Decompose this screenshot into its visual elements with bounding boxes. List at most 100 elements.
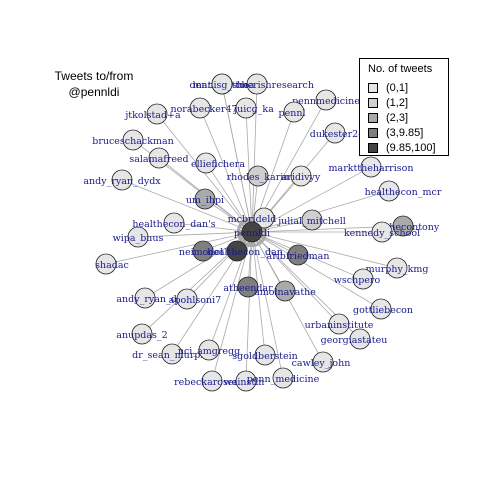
node-circle — [134, 287, 156, 309]
node-circle — [95, 253, 117, 275]
node-label: anupdas_2 — [116, 330, 167, 341]
edge — [261, 225, 394, 235]
edge — [254, 121, 292, 224]
node-circle — [272, 367, 294, 389]
node-circle — [111, 169, 133, 191]
legend-swatch — [368, 128, 378, 138]
node-label: andy_ryan_dydx — [83, 176, 161, 187]
nodes-layer: mattxsuttoncherishresearchnorabecker47jt… — [83, 73, 442, 392]
edge — [260, 236, 373, 305]
node-label: aridivyy — [282, 172, 321, 183]
edge — [203, 117, 249, 224]
node-circle — [349, 328, 371, 350]
legend-item: (0,1] — [368, 81, 408, 95]
node-circle — [198, 339, 220, 361]
node-circle — [201, 370, 223, 392]
edge — [214, 241, 251, 372]
legend-swatch — [368, 83, 378, 93]
node-label: pennldi — [234, 228, 270, 239]
legend: No. of tweets (0,1] (1,2] (2,3] (3,9.85]… — [359, 58, 449, 156]
node-label: gottliebecon — [353, 305, 413, 316]
edge — [147, 229, 243, 237]
node-circle — [189, 97, 211, 119]
legend-item: (2,3] — [368, 111, 408, 125]
legend-swatch — [368, 113, 378, 123]
legend-item: (1,2] — [368, 96, 408, 110]
node-label: aribfriedman — [267, 251, 330, 262]
legend-swatch — [368, 98, 378, 108]
node-circle — [386, 257, 408, 279]
node-label: dr_sean_murphy — [132, 350, 212, 361]
node-label: cherishresearch — [236, 80, 314, 91]
legend-label: (0,1] — [386, 82, 409, 94]
node-circle — [226, 240, 248, 262]
node-circle — [235, 97, 257, 119]
node-label: um_ihpi — [186, 195, 224, 206]
node-circle — [370, 298, 392, 320]
edge — [260, 171, 363, 228]
node-circle — [122, 129, 144, 151]
node-label: salamafreed — [129, 154, 188, 165]
node-circle — [146, 103, 168, 125]
node-circle — [194, 188, 216, 210]
edge — [261, 221, 303, 232]
node-circle — [290, 165, 312, 187]
node-circle — [235, 370, 257, 392]
node-circle — [274, 280, 296, 302]
node-circle — [392, 215, 414, 237]
edge — [115, 232, 243, 263]
node-circle — [253, 207, 275, 229]
node-label: shadac — [95, 260, 129, 271]
node-circle — [328, 313, 350, 335]
node-circle — [237, 276, 259, 298]
node-label: sgoldberstein — [232, 351, 298, 362]
edge — [249, 93, 258, 223]
node-label: nci_amgregg — [178, 346, 240, 357]
node-circle — [315, 89, 337, 111]
node-label: juicg_ka — [233, 104, 274, 115]
edge — [223, 93, 252, 223]
node-label: apohlsoni7 — [169, 295, 221, 306]
node-label: andy_ryan_dydx — [116, 294, 194, 305]
legend-item: (3,9.85] — [368, 126, 423, 140]
legend-label: (3,9.85] — [386, 127, 424, 139]
edge — [246, 241, 255, 372]
node-label: markttheharrison — [329, 163, 414, 174]
node-label: weinstin — [224, 377, 265, 388]
legend-label: (2,3] — [386, 112, 409, 124]
edge — [212, 204, 245, 227]
node-label: jtkolstad+a — [124, 110, 181, 121]
node-label: healthecon_dan — [207, 247, 283, 258]
title-line-2: @pennldi — [68, 85, 120, 99]
node-circle — [378, 180, 400, 202]
legend-label: (9.85,100] — [386, 142, 436, 154]
node-circle — [324, 122, 346, 144]
node-label: penn_medicine — [247, 374, 320, 385]
node-label: amolnavathe — [254, 287, 316, 298]
node-label: dennisg_shea — [190, 80, 255, 91]
node-circle — [301, 209, 323, 231]
node-circle — [247, 165, 269, 187]
edge — [250, 241, 265, 346]
node-label: elliefichera — [191, 159, 245, 170]
node-label: rebeckarosenqu1 — [174, 377, 258, 388]
node-label: wschpero — [334, 275, 381, 286]
node-circle — [127, 226, 149, 248]
legend-label: (1,2] — [386, 97, 409, 109]
node-label: dukester24 — [310, 129, 365, 140]
edge — [258, 238, 333, 318]
node-circle — [352, 268, 374, 290]
node-circle — [148, 147, 170, 169]
node-circle — [283, 101, 305, 123]
node-circle — [131, 323, 153, 345]
node-label: healthecon_mcr — [365, 187, 442, 198]
node-label: pennmedicine — [292, 96, 360, 107]
legend-title: No. of tweets — [368, 63, 433, 75]
legend-item: (9.85,100] — [368, 141, 436, 155]
node-label: cawley_john — [292, 358, 351, 369]
node-circle — [176, 288, 198, 310]
node-label: rhodes_karin — [227, 172, 290, 183]
node-circle — [192, 240, 214, 262]
graph-title: Tweets to/from @pennldi — [48, 68, 140, 100]
